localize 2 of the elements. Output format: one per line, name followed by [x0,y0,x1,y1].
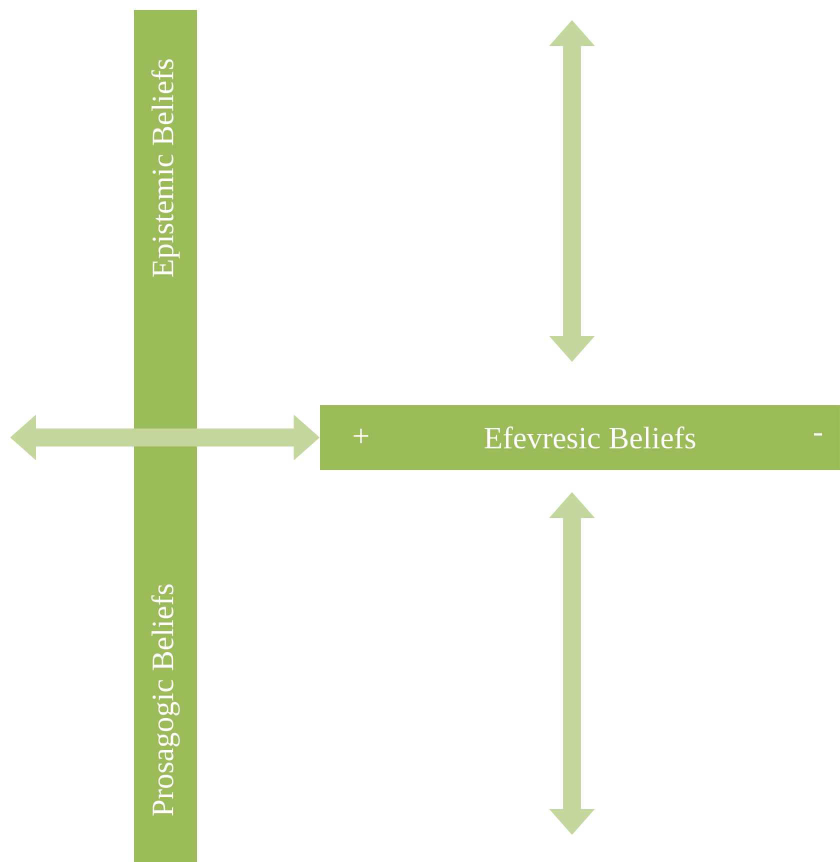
horizontal-bar: + Efevresic Beliefs - [320,405,840,470]
vertical-bar: Epistemic Beliefs Prosagogic Beliefs [134,10,197,862]
